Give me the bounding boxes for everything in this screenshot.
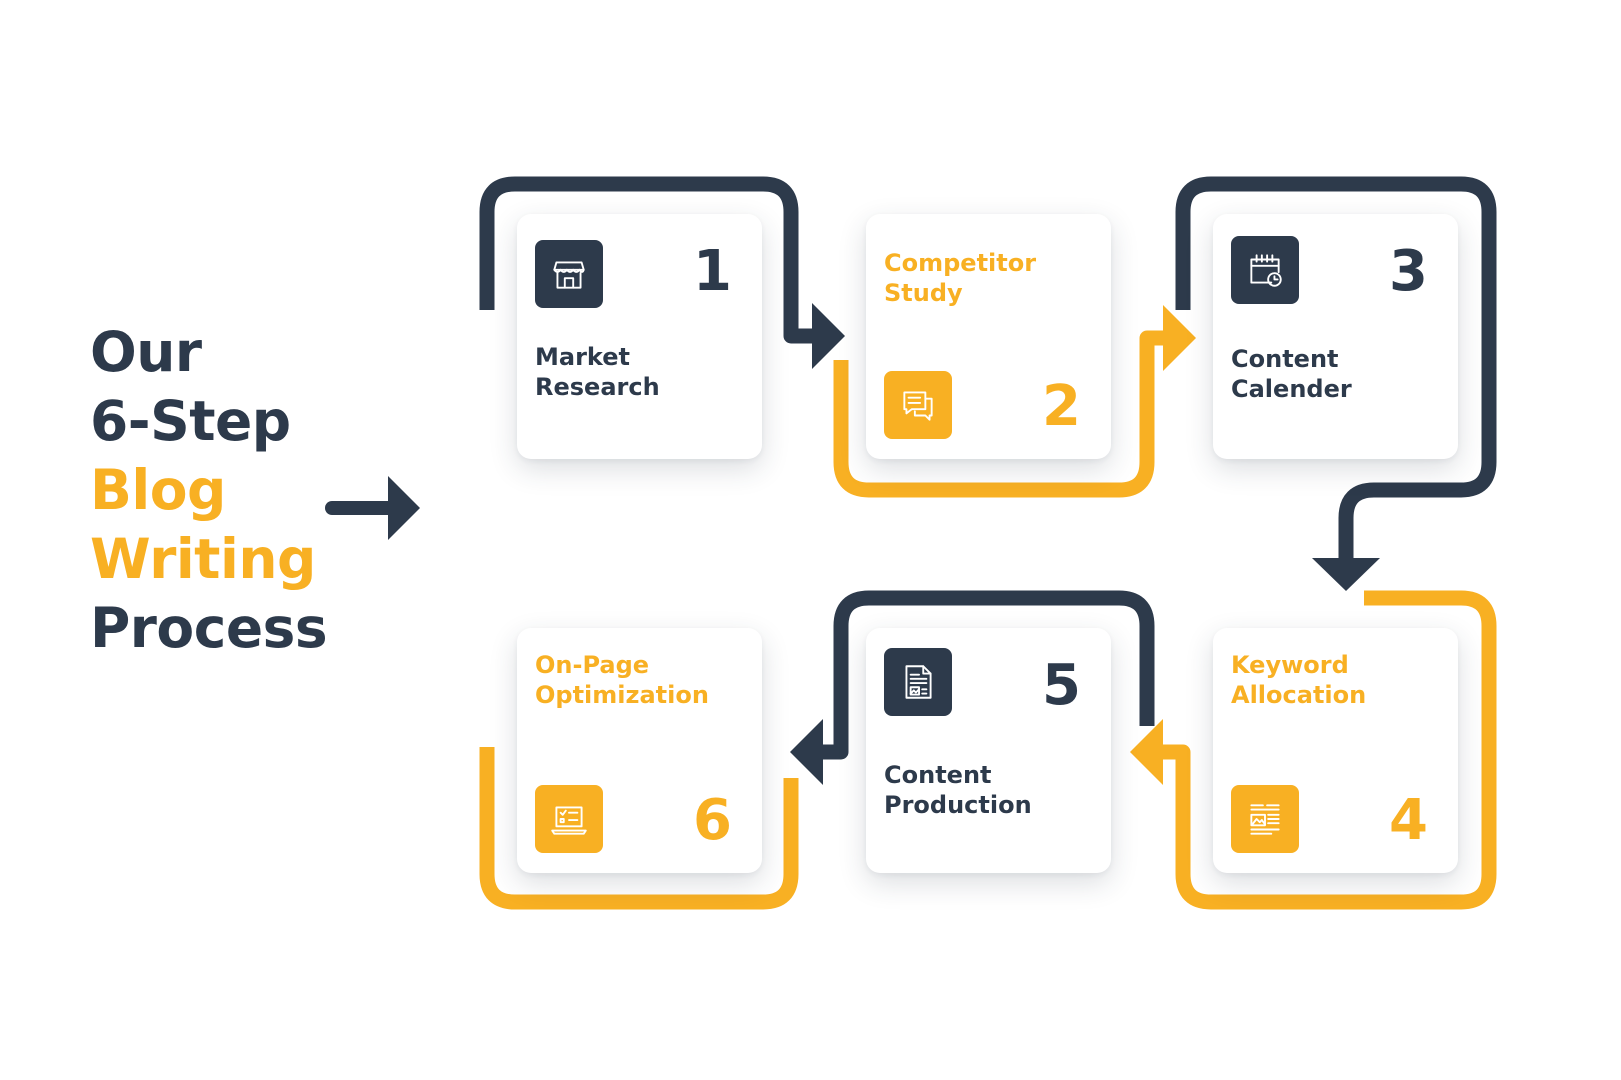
step-number: 5 — [1042, 653, 1081, 718]
title-arrow-head — [388, 476, 420, 540]
arrow-head-3 — [1312, 558, 1380, 591]
laptop-checklist-icon — [535, 785, 603, 853]
step-number: 3 — [1389, 239, 1428, 304]
frame-step-5 — [820, 590, 1155, 760]
chat-icon — [884, 371, 952, 439]
title-line: Writing — [90, 527, 316, 591]
document-image-icon — [884, 648, 952, 716]
calendar-clock-icon — [1231, 236, 1299, 304]
step-label-line: Optimization — [535, 681, 709, 709]
step-label-line: Calender — [1231, 375, 1352, 403]
frame-step-6 — [479, 747, 799, 910]
step-label-line: Study — [884, 279, 963, 307]
frame-step-1 — [479, 176, 815, 344]
frame-step-4 — [1160, 590, 1497, 910]
step-label-line: Content — [1231, 345, 1339, 373]
title-line: 6-Step — [90, 389, 291, 453]
step-number: 6 — [693, 788, 732, 853]
arrow-head-4 — [1130, 719, 1163, 785]
step-label-line: Competitor — [884, 249, 1037, 277]
title-line: Blog — [90, 458, 226, 522]
arrow-head-1 — [812, 303, 845, 369]
step-label-line: Keyword — [1231, 651, 1349, 679]
step-number: 1 — [693, 239, 732, 304]
title-line: Our — [90, 320, 202, 384]
frame-step-3 — [1175, 176, 1497, 560]
step-number: 4 — [1389, 788, 1428, 853]
title-line: Process — [90, 596, 328, 660]
arrow-head-2 — [1163, 305, 1196, 371]
step-label-line: Research — [535, 373, 660, 401]
step-label-line: Production — [884, 791, 1032, 819]
frame-step-2 — [833, 330, 1166, 498]
arrow-head-5 — [790, 719, 823, 785]
step-label-line: Market — [535, 343, 630, 371]
step-label-line: Content — [884, 761, 992, 789]
step-number: 2 — [1042, 374, 1081, 439]
store-icon — [535, 240, 603, 308]
step-label-line: Allocation — [1231, 681, 1367, 709]
step-label-line: On-Page — [535, 651, 650, 679]
article-layout-icon — [1231, 785, 1299, 853]
